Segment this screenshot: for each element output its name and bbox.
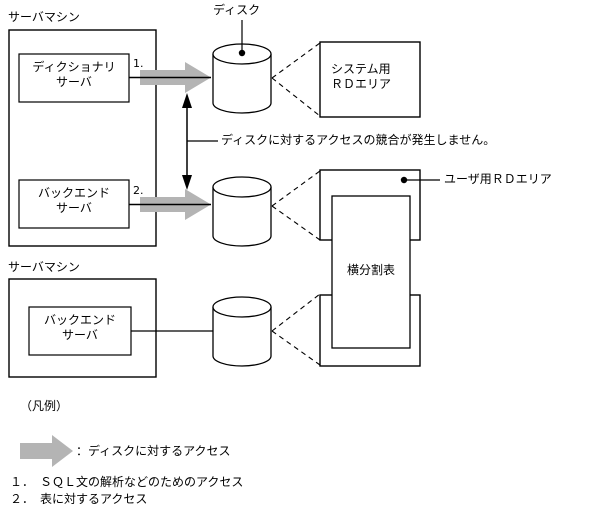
backend-server-1-label: バックエンドサーバ — [19, 186, 129, 216]
disk-callout-leader — [238, 20, 246, 57]
disk-label: ディスク — [213, 3, 261, 17]
disk-cylinder-1 — [212, 43, 272, 114]
dictionary-server-label: ディクショナリサーバ — [19, 60, 129, 90]
dictionary-server-line1: ディクショナリ — [32, 60, 116, 74]
dictionary-server-line2: サーバ — [56, 75, 92, 89]
server-machine-2-label: サーバマシン — [8, 260, 80, 274]
disk-access-arrow-2 — [129, 189, 211, 220]
access-number-2: 2. — [133, 184, 144, 197]
backend-server-2-line2: サーバ — [62, 328, 98, 342]
expansion-lines-user-rd-lower — [271, 293, 321, 366]
legend-note-1: １． ＳＱＬ文の解析などのためのアクセス — [10, 475, 244, 489]
legend-heading: （凡例） — [20, 399, 69, 413]
access-number-1: 1. — [133, 57, 144, 70]
system-rd-area-box — [319, 41, 421, 118]
disk-cylinder-2 — [212, 176, 272, 247]
legend-arrow-icon — [20, 435, 73, 467]
backend-server-1-line1: バックエンド — [37, 186, 110, 200]
horizontal-partition-table-label: 横分割表 — [346, 263, 395, 277]
server-machine-1-outer-box — [8, 29, 157, 247]
legend-arrow-meaning: ：ディスクに対するアクセス — [76, 444, 231, 458]
disk-access-arrow-1 — [129, 62, 211, 93]
user-rd-area-callout-leader — [400, 176, 440, 184]
backend-server-2-line1: バックエンド — [43, 313, 116, 327]
user-rd-area-label: ユーザ用ＲＤエリア — [444, 172, 552, 186]
no-contention-note: ディスクに対するアクセスの競合が発生しません。 — [221, 133, 496, 147]
disk-cylinder-3 — [212, 296, 272, 367]
server-machine-1-label: サーバマシン — [8, 10, 80, 24]
legend-note-2: ２． 表に対するアクセス — [10, 492, 148, 506]
server-machine-2-outer-box — [8, 278, 157, 378]
system-rd-area-line1: システム用 — [331, 62, 391, 76]
horizontal-partition-table-box — [331, 195, 411, 349]
backend-server-1-line2: サーバ — [56, 201, 92, 215]
backend-server-2-label: バックエンドサーバ — [29, 313, 131, 343]
expansion-lines-system-rd — [271, 42, 321, 117]
expansion-lines-user-rd-upper — [271, 170, 321, 241]
system-rd-area-line2: ＲＤエリア — [331, 77, 392, 91]
